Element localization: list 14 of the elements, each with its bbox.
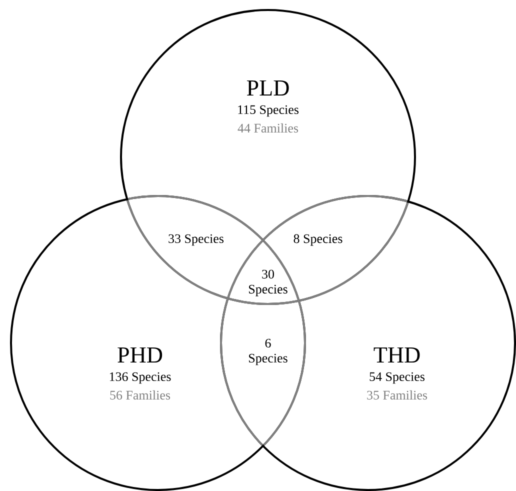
circle-title: THD bbox=[374, 347, 420, 363]
count-label: 56 Families bbox=[110, 390, 170, 400]
count-label: 54 Species bbox=[370, 372, 425, 384]
count-label: 44 Families bbox=[238, 123, 298, 133]
venn-circle bbox=[120, 9, 416, 305]
count-label: 35 Families bbox=[367, 390, 428, 400]
overlap-count: 6 Species bbox=[249, 338, 288, 366]
circle-title: PLD bbox=[246, 80, 289, 96]
overlap-count: 33 Species bbox=[168, 234, 224, 246]
count-label: 115 Species bbox=[238, 105, 299, 117]
circle-title: PHD bbox=[118, 347, 162, 363]
overlap-count: 8 Species bbox=[294, 234, 342, 246]
overlap-count: 30 Species bbox=[249, 270, 288, 296]
count-label: 136 Species bbox=[110, 372, 171, 384]
